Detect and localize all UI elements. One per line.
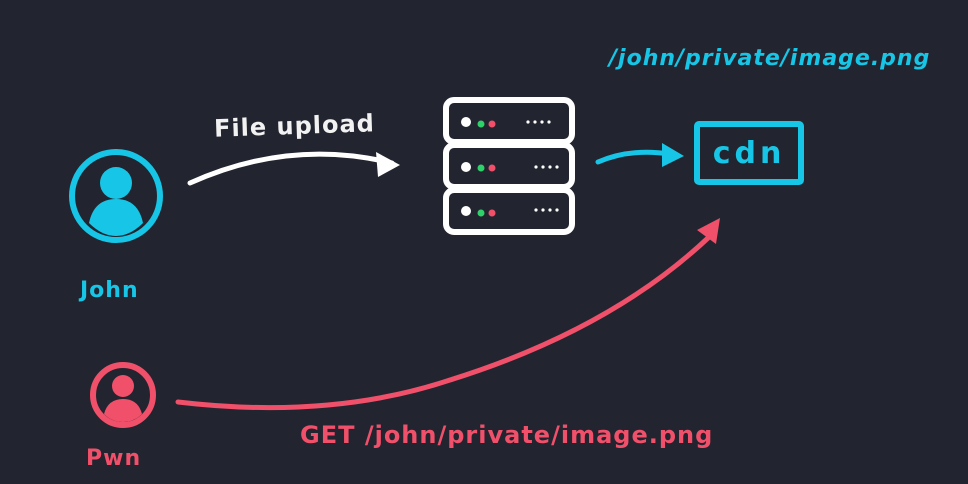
attack-arrow	[175, 218, 720, 411]
upload-label: File upload	[213, 109, 376, 143]
cdn-path-label: /john/private/image.png	[609, 46, 931, 71]
attack-request-label: GET /john/private/image.png	[300, 421, 714, 449]
server-stack-icon	[443, 97, 575, 235]
cdn-label: cdn	[712, 135, 786, 171]
cdn-box	[694, 121, 804, 185]
john-label: John	[80, 278, 139, 303]
attacker-label: Pwn	[86, 446, 142, 471]
server-to-cdn-arrow	[595, 143, 684, 167]
attacker-avatar-icon	[90, 362, 156, 428]
john-avatar-icon	[69, 149, 163, 243]
upload-arrow	[187, 151, 400, 186]
